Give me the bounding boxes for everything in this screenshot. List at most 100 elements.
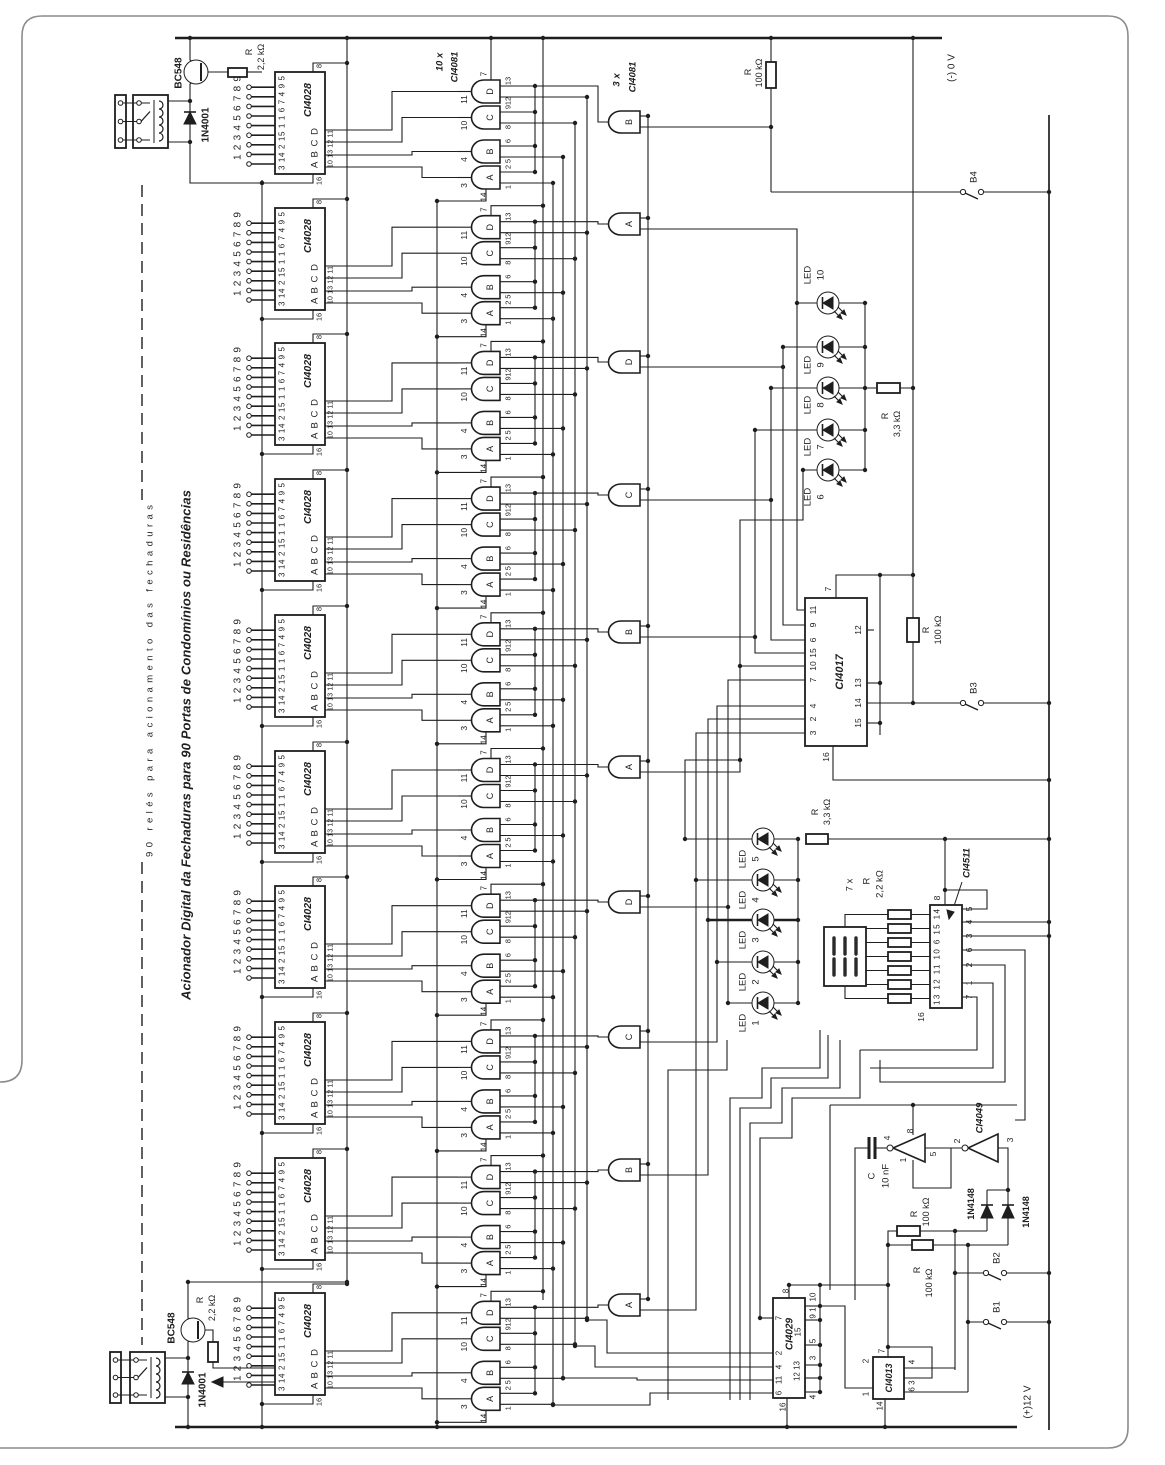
gate-letter: D xyxy=(485,1038,495,1045)
resistor xyxy=(765,61,777,89)
led-number: 4 xyxy=(751,897,762,902)
pin-label: 16 xyxy=(821,752,831,762)
pin-label: 8 xyxy=(782,1288,791,1293)
pin-label: 10 xyxy=(459,1342,469,1352)
resistor-ref: R xyxy=(912,1266,922,1273)
pin-label: 14 xyxy=(480,1278,489,1287)
address-wire xyxy=(325,437,458,450)
junction-dot xyxy=(434,334,440,339)
and-gate xyxy=(470,436,501,462)
pin-label: 2 xyxy=(504,301,513,305)
wire xyxy=(535,628,609,633)
transistor-body xyxy=(180,1317,206,1343)
junction-dot xyxy=(768,385,774,391)
pin-label: 8 xyxy=(315,335,324,339)
cd4028-decoder xyxy=(246,207,326,311)
junction-dot xyxy=(572,799,578,804)
pin-label: 12 xyxy=(504,1047,513,1055)
push-button-switch[interactable] xyxy=(982,1269,1008,1281)
junction-dot xyxy=(344,1146,350,1152)
chip-label: CI4029 xyxy=(785,1317,796,1350)
pin-label: 2 xyxy=(504,572,513,576)
door-connector-pin xyxy=(246,568,252,574)
wire xyxy=(835,574,913,598)
gate-letter: A xyxy=(485,1260,495,1266)
pin-label: 15 xyxy=(794,1327,803,1336)
push-button-switch[interactable] xyxy=(959,699,985,711)
pin-label: 3 xyxy=(459,1268,469,1273)
pin-label: 13 xyxy=(504,620,513,628)
pin-label: 4 xyxy=(459,1107,469,1112)
pin-label: 14 xyxy=(853,698,863,708)
address-wire xyxy=(325,709,458,721)
pin-label: 4 xyxy=(908,1359,917,1364)
pin-label: 9 xyxy=(504,376,513,380)
junction-dot xyxy=(877,720,883,726)
junction-dot xyxy=(952,1270,958,1276)
and-gate xyxy=(470,139,501,164)
pin-label: 16 xyxy=(315,177,324,185)
address-wire xyxy=(325,286,458,292)
pin-label: 14 xyxy=(480,1006,489,1015)
cd4028-chip xyxy=(274,207,326,311)
door-connector-pin xyxy=(246,1315,252,1321)
and-gate xyxy=(607,483,641,507)
led-label: LED xyxy=(738,931,749,950)
wire xyxy=(490,205,543,216)
junction-dot xyxy=(344,874,350,880)
pin-label: 12 xyxy=(504,640,513,648)
gate-part-label: CI4081 xyxy=(450,52,461,83)
push-button-switch[interactable] xyxy=(959,188,985,200)
chip-label: CI4028 xyxy=(302,897,314,931)
junction-dot xyxy=(768,497,774,503)
resistor xyxy=(887,909,912,920)
cd4029-counter xyxy=(772,1297,806,1399)
pin-label: 13 xyxy=(504,891,513,899)
chip-label: CI4028 xyxy=(302,1169,314,1203)
cd4081-gate-group xyxy=(470,79,501,190)
light-arrow-head xyxy=(771,849,778,856)
address-wire xyxy=(325,829,458,835)
junction-dot xyxy=(1005,1187,1011,1193)
led xyxy=(816,418,847,447)
wire xyxy=(262,445,314,455)
door-connector-pin xyxy=(246,1180,252,1186)
wire xyxy=(553,1392,773,1406)
gate-letter: B xyxy=(485,284,495,290)
push-button-switch[interactable] xyxy=(982,1318,1008,1330)
junction-dot xyxy=(817,1375,823,1381)
pin-label: 2 xyxy=(504,979,513,983)
gate-letter: D xyxy=(485,766,495,773)
pin-label: 1 xyxy=(504,592,513,596)
pin-label: 3 xyxy=(459,454,469,459)
pin-label: 7 xyxy=(480,1021,489,1026)
pin-label: 5 xyxy=(504,566,513,570)
led-label: LED xyxy=(738,850,749,869)
pin-label: 12 xyxy=(504,775,513,783)
wire xyxy=(759,1050,861,1318)
resistor-count: 7 x xyxy=(845,878,856,891)
pin-label: 2 xyxy=(504,843,513,847)
wire xyxy=(535,356,609,363)
resistor-value: 100 kΩ xyxy=(933,615,943,644)
wire xyxy=(535,1035,609,1038)
pin-labels: 10 13 12 11 xyxy=(328,266,335,304)
junction-dot xyxy=(584,773,590,778)
chip-label: CI4013 xyxy=(884,1363,894,1392)
and-gate xyxy=(470,682,501,707)
inverter-gate xyxy=(891,1132,926,1164)
select-and-gate xyxy=(607,212,641,236)
pin-label: 16 xyxy=(315,1127,324,1135)
seven-segment-display xyxy=(823,926,867,987)
pin-label: 4 xyxy=(459,700,469,705)
door-connector-pin xyxy=(246,1305,252,1311)
wire xyxy=(262,988,314,998)
pin-label: 2 xyxy=(808,716,818,721)
junction-dot xyxy=(1046,1270,1052,1276)
door-connector-pin xyxy=(246,529,252,536)
pin-label: 7 xyxy=(480,885,489,890)
and-gate xyxy=(470,893,501,918)
resistor xyxy=(805,833,829,845)
switch-contact xyxy=(1000,1269,1008,1277)
chip-label: CI4017 xyxy=(834,653,846,689)
